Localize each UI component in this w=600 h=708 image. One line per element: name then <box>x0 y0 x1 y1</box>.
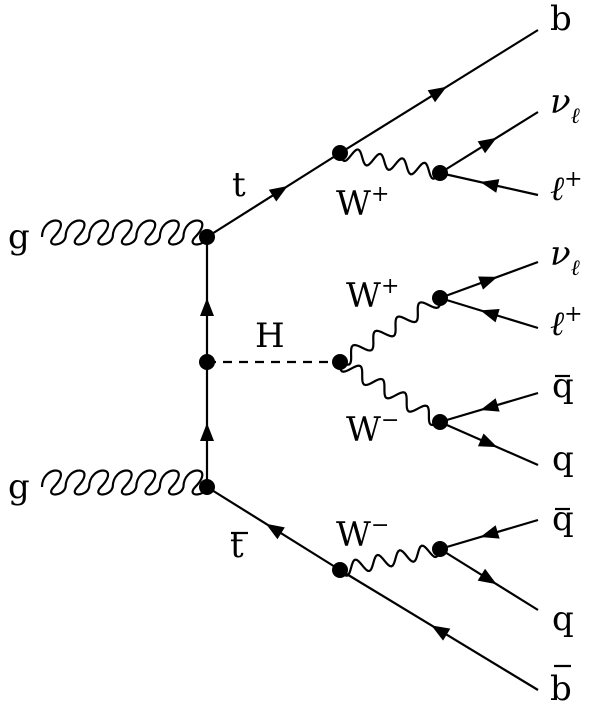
vertex-gluon-top <box>199 229 215 245</box>
label-gluon-bottom: g <box>8 467 30 507</box>
label-gluon-top: g <box>8 217 30 257</box>
label-qbar-1: q <box>552 366 574 406</box>
label-qbar-2: q <box>552 499 574 539</box>
vertex-w-antitop-decay <box>432 541 448 557</box>
arrow-icon <box>265 523 285 540</box>
w-boson-line-top <box>338 148 441 180</box>
arrow-icon <box>477 568 497 585</box>
label-neutrino-1: νℓ <box>550 82 581 129</box>
label-q-1: q <box>552 439 574 479</box>
gluon-line-bottom <box>40 469 209 496</box>
arrow-icon <box>480 308 500 323</box>
arrow-icon <box>431 625 451 641</box>
vertex-higgs <box>199 354 215 370</box>
vertex-w-top-decay <box>432 165 448 181</box>
arrow-icon <box>480 179 500 193</box>
vertex-top-decay <box>332 145 348 161</box>
label-lepton-1: ℓ+ <box>550 167 583 209</box>
label-bbar: b <box>550 669 572 708</box>
arrow-icon <box>427 86 447 103</box>
arrow-icon <box>200 298 214 316</box>
arrow-icon <box>480 398 500 412</box>
label-b: b <box>550 0 572 39</box>
w-boson-line-antitop <box>339 544 442 577</box>
label-neutrino-2: νℓ <box>550 234 581 281</box>
w-boson-line-higgs-plus <box>339 297 442 366</box>
label-q-2: q <box>552 599 574 639</box>
label-w-antitop: W− <box>336 513 389 555</box>
arrow-icon <box>477 433 498 448</box>
vertex-w-plus-decay <box>432 290 448 306</box>
label-w-higgs-minus: W− <box>346 408 399 450</box>
label-w-higgs-plus: W+ <box>346 274 399 316</box>
fermion-arrows <box>200 86 500 641</box>
arrow-icon <box>478 276 498 290</box>
w-boson-line-higgs-minus <box>338 361 441 427</box>
vertex-higgs-decay <box>332 354 348 370</box>
label-top: t <box>232 165 246 205</box>
arrow-icon <box>268 185 288 202</box>
arrow-icon <box>477 137 497 154</box>
arrow-icon <box>200 423 214 441</box>
vertex-gluon-bottom <box>199 479 215 495</box>
vertex-w-minus-decay <box>432 414 448 430</box>
arrow-icon <box>480 525 500 539</box>
label-higgs: H <box>255 316 285 356</box>
vertex-antitop-decay <box>332 562 348 578</box>
label-w-top: W+ <box>336 182 389 224</box>
label-antitop: t <box>230 526 244 566</box>
label-lepton-2: ℓ+ <box>550 302 583 344</box>
gluon-line-top <box>40 219 209 246</box>
